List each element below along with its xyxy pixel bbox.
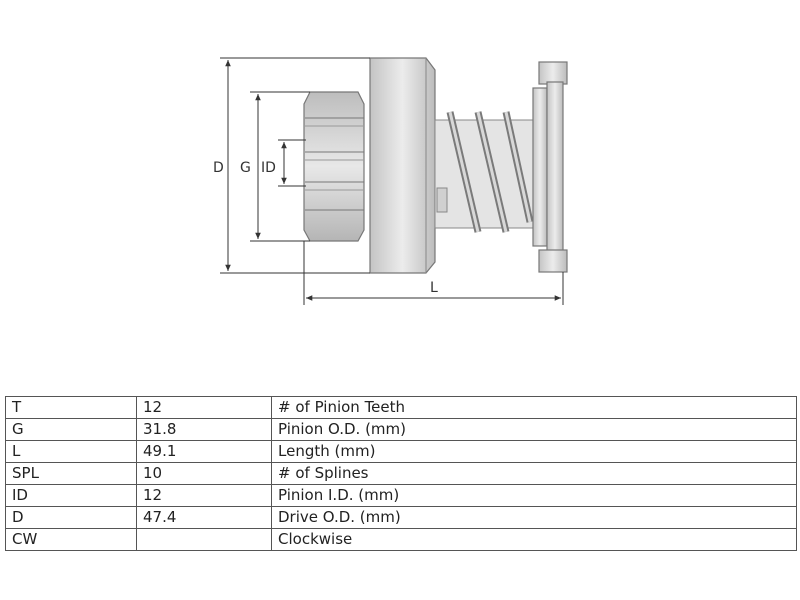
table-row: SPL 10 # of Splines <box>5 462 797 485</box>
table-row: CW Clockwise <box>5 528 797 551</box>
spec-code: ID <box>5 484 137 507</box>
spec-description: Drive O.D. (mm) <box>271 506 797 529</box>
table-row: T 12 # of Pinion Teeth <box>5 396 797 419</box>
label-g: G <box>240 160 251 176</box>
spec-value: 49.1 <box>136 440 272 463</box>
label-l: L <box>430 280 438 296</box>
spec-description: Pinion I.D. (mm) <box>271 484 797 507</box>
spec-value: 12 <box>136 484 272 507</box>
table-row: ID 12 Pinion I.D. (mm) <box>5 484 797 507</box>
label-d: D <box>213 160 224 176</box>
spec-table: T 12 # of Pinion Teeth G 31.8 Pinion O.D… <box>5 396 797 551</box>
spec-description: Length (mm) <box>271 440 797 463</box>
spec-description: # of Pinion Teeth <box>271 396 797 419</box>
spec-value: 31.8 <box>136 418 272 441</box>
spec-code: T <box>5 396 137 419</box>
starter-drive-diagram: D G ID L <box>213 57 568 305</box>
spec-code: CW <box>5 528 137 551</box>
dimension-l <box>303 241 564 305</box>
clutch-housing <box>369 57 436 274</box>
spec-code: L <box>5 440 137 463</box>
spec-code: D <box>5 506 137 529</box>
collar-flange <box>532 61 568 273</box>
dimension-d <box>220 57 370 274</box>
table-row: L 49.1 Length (mm) <box>5 440 797 463</box>
spec-description: Clockwise <box>271 528 797 551</box>
spec-code: SPL <box>5 462 137 485</box>
spec-value: 12 <box>136 396 272 419</box>
spec-description: Pinion O.D. (mm) <box>271 418 797 441</box>
spec-value <box>136 528 272 551</box>
pinion-gear <box>303 91 365 242</box>
table-row: D 47.4 Drive O.D. (mm) <box>5 506 797 529</box>
label-id: ID <box>261 160 276 176</box>
spec-description: # of Splines <box>271 462 797 485</box>
table-row: G 31.8 Pinion O.D. (mm) <box>5 418 797 441</box>
spec-value: 10 <box>136 462 272 485</box>
dimension-g <box>250 91 310 242</box>
dimension-id <box>278 139 306 187</box>
spec-code: G <box>5 418 137 441</box>
spec-value: 47.4 <box>136 506 272 529</box>
